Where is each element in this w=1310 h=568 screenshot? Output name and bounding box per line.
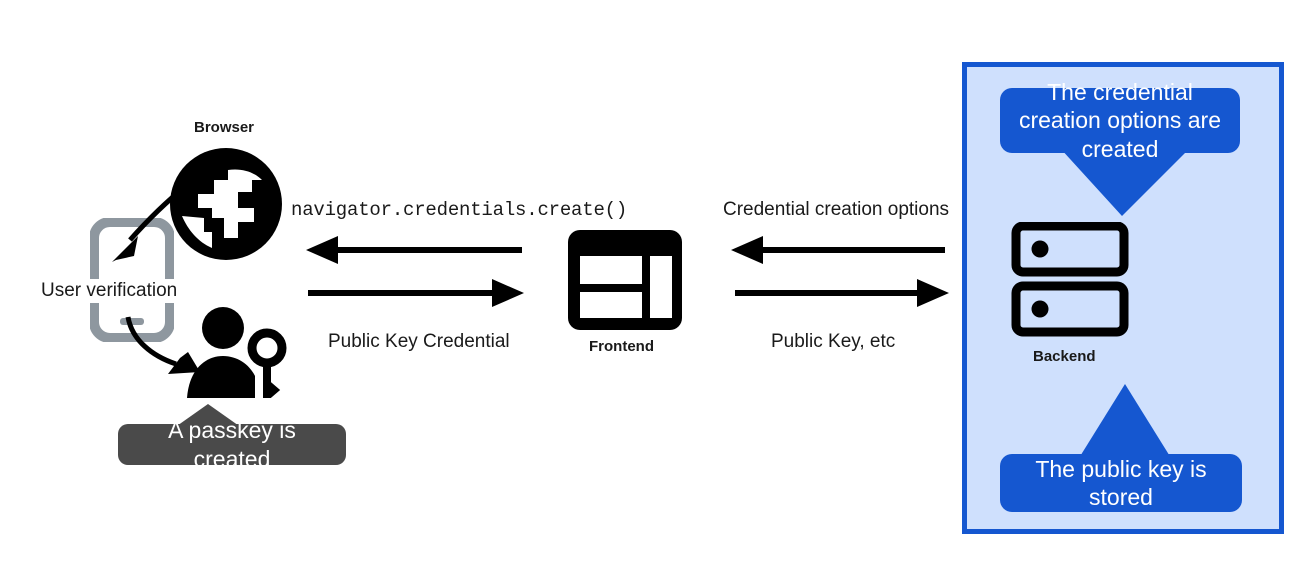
tooltip-tail-up (174, 404, 242, 428)
frontend-label: Frontend (589, 338, 654, 355)
edge-label-public-key-credential: Public Key Credential (328, 331, 510, 352)
callout-public-key-stored: The public key is stored (1000, 454, 1242, 512)
edge-label-credential-creation-options: Credential creation options (723, 199, 950, 220)
backend-label: Backend (1033, 348, 1096, 365)
dashboard-icon (568, 230, 682, 330)
browser-label: Browser (194, 119, 255, 136)
user-verification-label: User verification (38, 279, 181, 303)
person-with-key-icon (187, 307, 287, 398)
server-icon (1011, 222, 1129, 337)
edge-label-public-key-etc: Public Key, etc (771, 331, 896, 352)
callout-tail-up (1079, 384, 1171, 458)
tooltip-passkey-created: A passkey is created (118, 417, 346, 472)
globe-icon (170, 148, 282, 260)
edge-label-navigator-create: navigator.credentials.create() (291, 199, 628, 221)
callout-credential-options: The credential creation options are crea… (1000, 79, 1240, 162)
callout-tail-down (1060, 148, 1190, 216)
